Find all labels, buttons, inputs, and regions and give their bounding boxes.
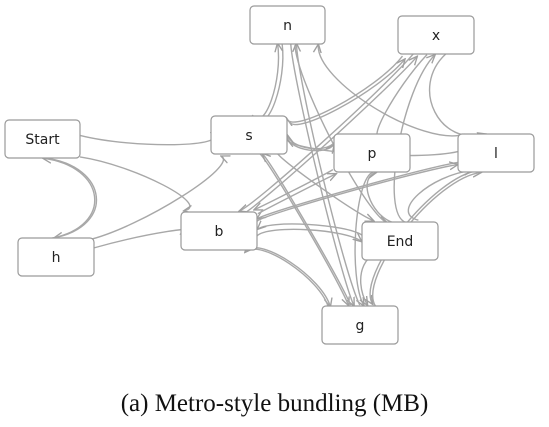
edge-s-to-n — [251, 43, 278, 120]
edge-b-to-end — [256, 228, 362, 241]
edge-h-to-start — [43, 158, 96, 239]
node-h: h — [17, 237, 95, 277]
figure-caption: (a) Metro-style bundling (MB) — [120, 390, 429, 417]
edge-end-to-l — [407, 170, 473, 221]
node-s: s — [210, 115, 288, 155]
node-box — [333, 133, 411, 173]
node-label: x — [432, 28, 440, 44]
edge-x-to-b — [239, 52, 415, 211]
edge-l-to-b — [257, 161, 458, 219]
edge-start-to-b — [79, 156, 190, 211]
node-box — [321, 305, 399, 345]
node-label: p — [368, 146, 377, 162]
edge-b-to-l — [256, 164, 458, 222]
edges-layer — [43, 43, 487, 309]
node-b: b — [180, 211, 258, 251]
edge-start-to-s — [79, 133, 214, 146]
node-label: End — [387, 234, 414, 250]
node-box — [4, 119, 81, 159]
edge-l-to-n — [318, 44, 466, 137]
node-box — [397, 15, 475, 55]
node-label: b — [215, 224, 224, 240]
node-label: h — [52, 250, 61, 266]
node-x: x — [397, 15, 475, 55]
edge-h-to-b — [93, 230, 189, 249]
node-l: l — [457, 133, 535, 173]
edge-h-to-s — [87, 156, 223, 241]
node-n: n — [249, 5, 326, 45]
node-end: End — [361, 221, 439, 261]
edge-g-to-b — [245, 249, 330, 309]
node-start: Start — [4, 119, 81, 159]
edge-s-to-end — [276, 152, 374, 221]
node-g: g — [321, 305, 399, 345]
node-p: p — [333, 133, 411, 173]
edge-b-to-p — [257, 174, 337, 215]
node-box — [17, 237, 95, 277]
edge-p-to-b — [254, 169, 334, 210]
node-label: Start — [25, 132, 60, 148]
edge-g-to-s — [262, 153, 352, 306]
edge-s-to-x — [288, 59, 405, 126]
edge-x-to-s — [287, 55, 404, 122]
node-box — [249, 5, 326, 45]
edge-start-to-h — [44, 157, 97, 238]
node-label: s — [245, 128, 252, 144]
edge-end-to-p — [366, 172, 393, 224]
edge-end-to-b — [257, 224, 363, 236]
node-box — [361, 221, 439, 261]
node-box — [457, 133, 535, 173]
edge-x-to-l — [428, 53, 487, 136]
edge-g-to-n — [296, 43, 361, 306]
node-label: g — [356, 318, 365, 334]
edge-b-to-g — [245, 247, 330, 307]
edge-b-to-x — [242, 56, 418, 215]
node-box — [210, 115, 288, 155]
node-label: l — [494, 146, 498, 162]
node-label: n — [283, 18, 292, 34]
node-box — [180, 211, 258, 251]
